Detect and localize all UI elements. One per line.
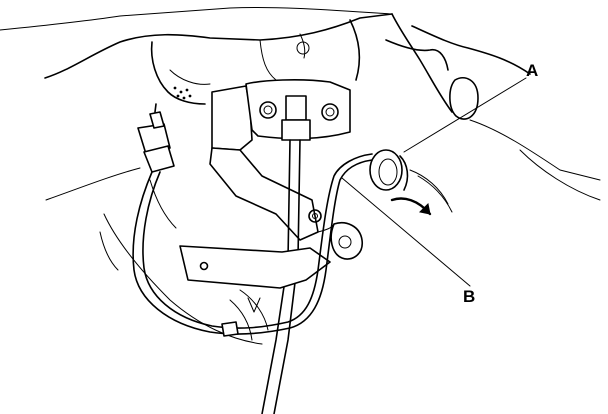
- wire-harness: [132, 153, 373, 337]
- direction-arrow-icon: [390, 169, 453, 216]
- speed-sensor: [137, 103, 175, 173]
- callout-label-a: A: [526, 61, 538, 80]
- callout-label-b: B: [463, 287, 475, 306]
- floor-panel: [45, 167, 269, 345]
- leader-lines: [341, 77, 527, 287]
- mounting-holes: [173, 86, 192, 100]
- grommet: [369, 149, 409, 191]
- lower-bracket: [179, 245, 331, 313]
- upper-body-panel: [0, 6, 601, 201]
